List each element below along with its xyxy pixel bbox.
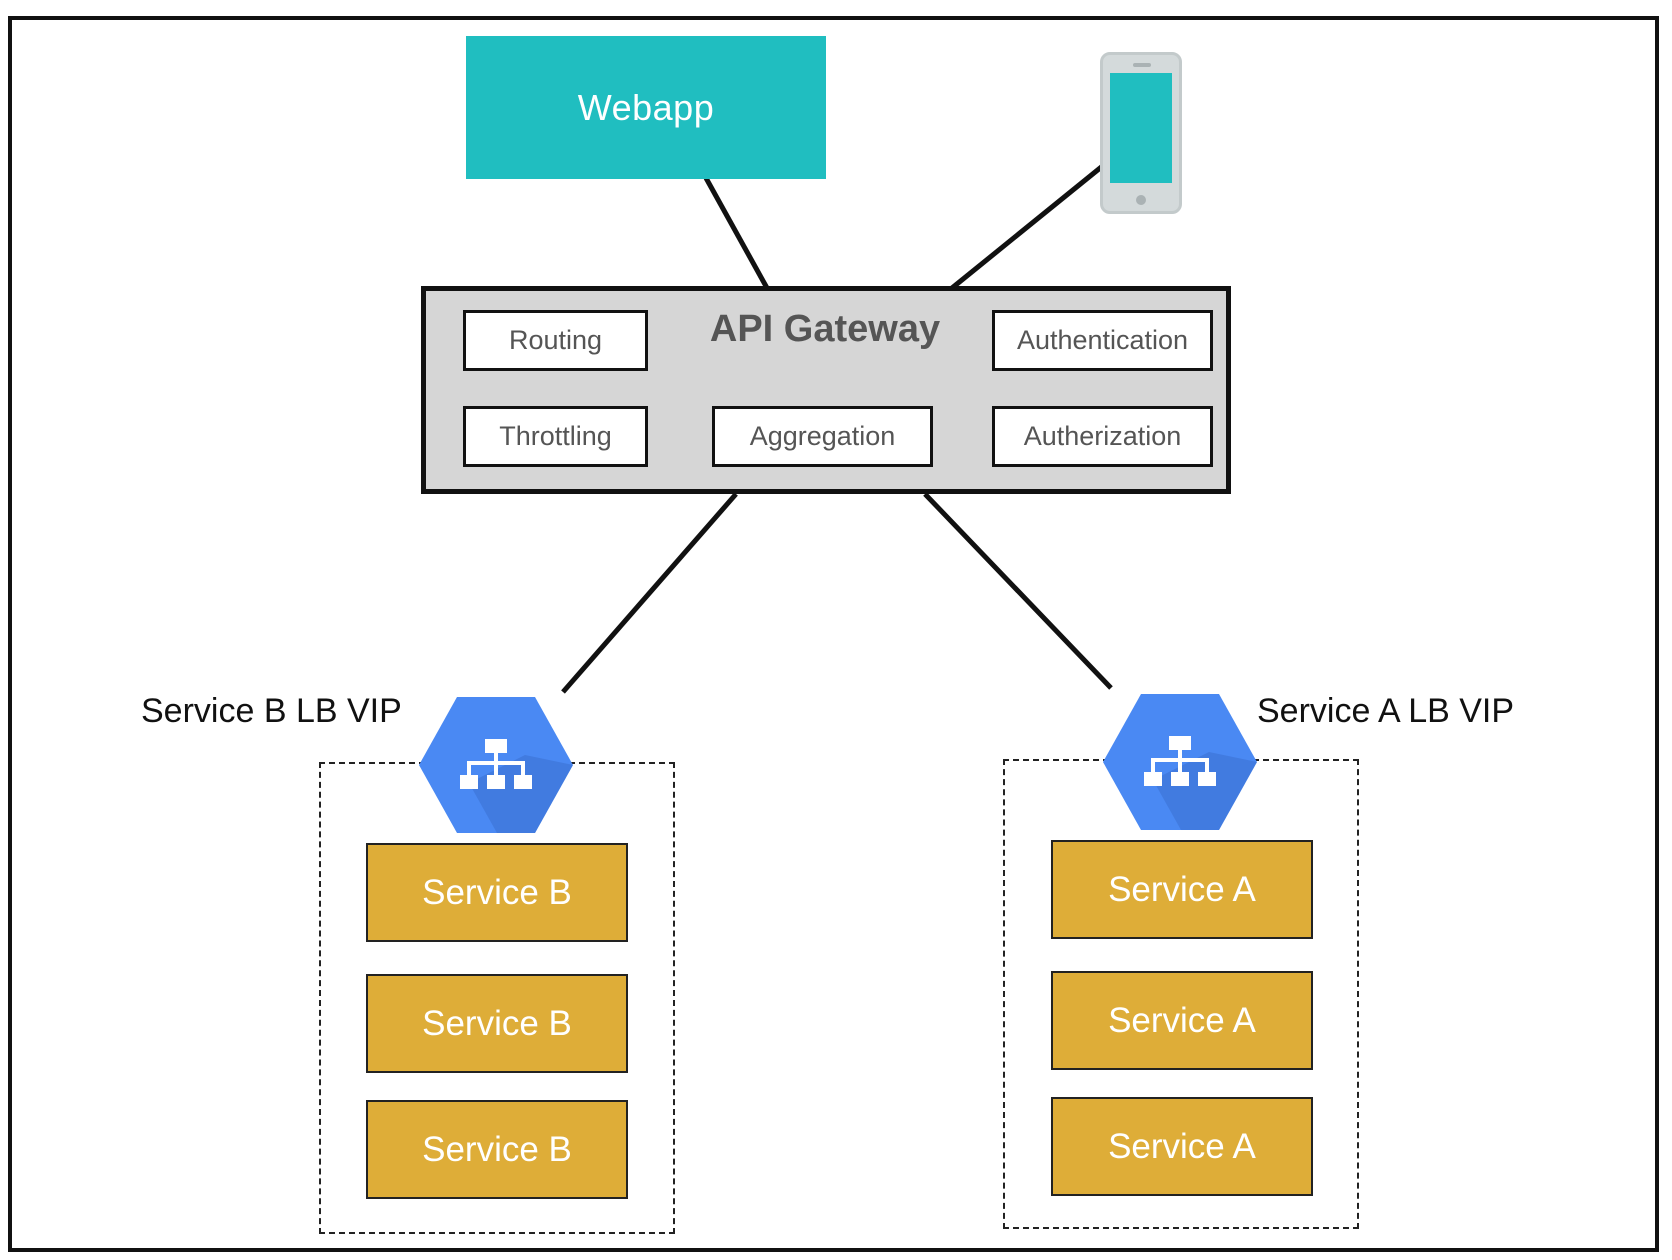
aggregation-box: Aggregation	[712, 406, 933, 467]
webapp-node: Webapp	[466, 36, 826, 179]
phone-screen	[1110, 73, 1172, 183]
service-a-instance-2: Service A	[1051, 971, 1313, 1070]
routing-box: Routing	[463, 310, 648, 371]
mobile-phone-icon	[1100, 52, 1182, 214]
service-a-instance-3: Service A	[1051, 1097, 1313, 1196]
gateway-serviceb-link	[561, 492, 738, 694]
authentication-box: Authentication	[992, 310, 1213, 371]
mobile-gateway-link	[950, 158, 1112, 290]
authorization-box: Autherization	[992, 406, 1213, 467]
service-a-load-balancer-icon	[1103, 694, 1257, 830]
webapp-label: Webapp	[577, 86, 715, 128]
phone-home-button	[1136, 195, 1146, 205]
diagram-frame	[8, 16, 1659, 1252]
service-b-instance-3: Service B	[366, 1100, 628, 1199]
gateway-servicea-link	[923, 492, 1113, 690]
api-gateway-title: API Gateway	[709, 308, 941, 350]
service-a-lb-label: Service A LB VIP	[1257, 692, 1515, 730]
service-a-instance-1: Service A	[1051, 840, 1313, 939]
service-b-load-balancer-icon	[419, 697, 573, 833]
throttling-box: Throttling	[463, 406, 648, 467]
service-b-instance-2: Service B	[366, 974, 628, 1073]
service-b-lb-label: Service B LB VIP	[141, 692, 402, 730]
phone-speaker	[1133, 63, 1151, 67]
webapp-gateway-link	[703, 176, 770, 290]
service-b-instance-1: Service B	[366, 843, 628, 942]
